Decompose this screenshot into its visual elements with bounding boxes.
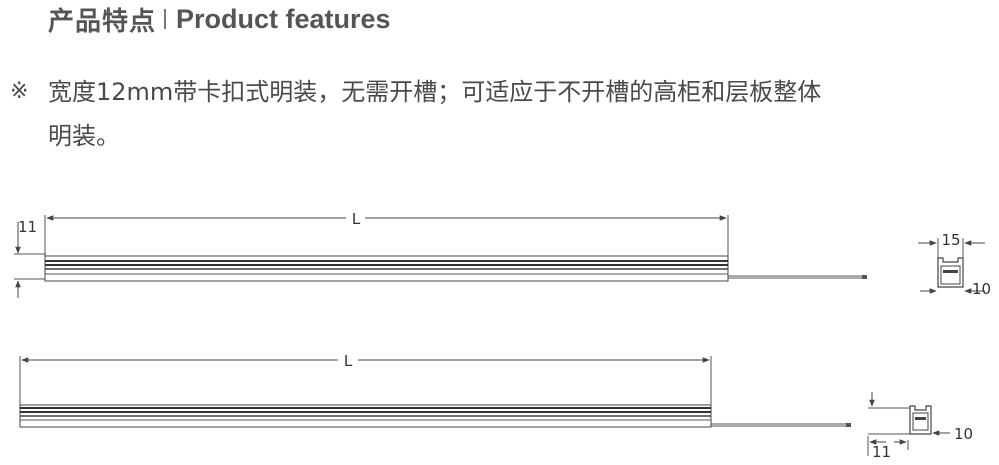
bottom-section-width-label: 11 xyxy=(872,443,891,461)
top-section-height-label: 10 xyxy=(972,280,991,298)
bottom-cross-section-drawing: 10 11 xyxy=(867,392,973,461)
section-heading: 产品特点 Product features xyxy=(48,2,391,37)
bottom-length-label: L xyxy=(344,352,353,370)
top-section-width-label: 15 xyxy=(941,231,960,249)
feature-text-line-1: 宽度12mm带卡扣式明装，无需开槽；可适应于不开槽的高柜和层板整体 xyxy=(48,78,822,106)
top-length-label: L xyxy=(352,210,361,228)
reference-mark-icon: ※ xyxy=(10,79,29,104)
top-profile-drawing: L 11 xyxy=(14,210,867,298)
feature-text-line-2: 明装。 xyxy=(48,122,120,150)
top-cross-section-drawing: 15 10 xyxy=(918,231,991,298)
heading-title-en: Product features xyxy=(176,3,391,34)
heading-title-cn: 产品特点 xyxy=(48,6,157,37)
heading-separator xyxy=(164,9,167,29)
bottom-profile-drawing: L xyxy=(19,352,851,428)
bottom-section-height-label: 10 xyxy=(954,425,973,443)
top-height-label: 11 xyxy=(18,218,37,236)
